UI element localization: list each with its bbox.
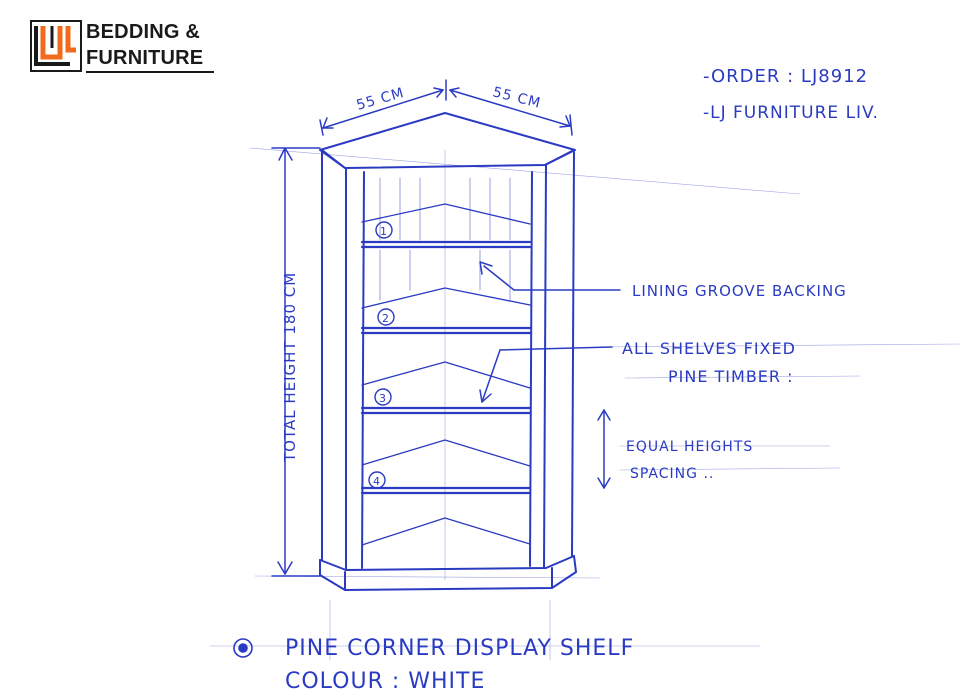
spacing-bracket [597, 409, 611, 489]
shelf-number-4: 4 [373, 475, 381, 488]
width-dimension-arrows [319, 79, 573, 136]
shelves-note-line1: ALL SHELVES FIXED [622, 339, 796, 358]
spacing-note-line1: EQUAL HEIGHTS [626, 439, 753, 455]
colour-label: COLOUR : WHITE [285, 669, 485, 694]
product-title: PINE CORNER DISPLAY SHELF [285, 636, 634, 661]
side-posts [321, 151, 575, 571]
shelves [360, 240, 532, 495]
company-logo: BEDDING & FURNITURE [30, 20, 220, 76]
spacing-note-line2: SPACING .. [630, 466, 714, 482]
order-line2: -LJ FURNITURE LIV. [703, 103, 879, 123]
height-label: TOTAL HEIGHT 180 CM [281, 272, 299, 463]
height-dimension-arrow [271, 147, 321, 577]
back-corner-lines [361, 203, 531, 546]
logo-text-line1: BEDDING & [86, 21, 201, 43]
backing-pointer-arrow [479, 261, 621, 291]
lj-logo-mark-icon [30, 20, 82, 72]
backing-grooves [379, 177, 511, 301]
top-cap [319, 112, 576, 169]
title-bullet-icon [233, 638, 253, 658]
shelves-pointer-arrow [479, 346, 613, 403]
width-right-label: 55 CM [491, 84, 543, 111]
logo-underline [86, 71, 214, 73]
shelf-number-1: 1 [380, 225, 388, 238]
backing-note: LINING GROOVE BACKING [632, 282, 847, 300]
shelf-number-circles [368, 221, 395, 489]
logo-text-line2: FURNITURE [86, 47, 204, 69]
shelves-note-line2: PINE TIMBER : [668, 367, 794, 386]
shelf-number-3: 3 [379, 392, 387, 405]
base-plinth [319, 555, 577, 591]
order-line1: -ORDER : LJ8912 [703, 66, 868, 87]
shelf-number-2: 2 [382, 312, 390, 325]
